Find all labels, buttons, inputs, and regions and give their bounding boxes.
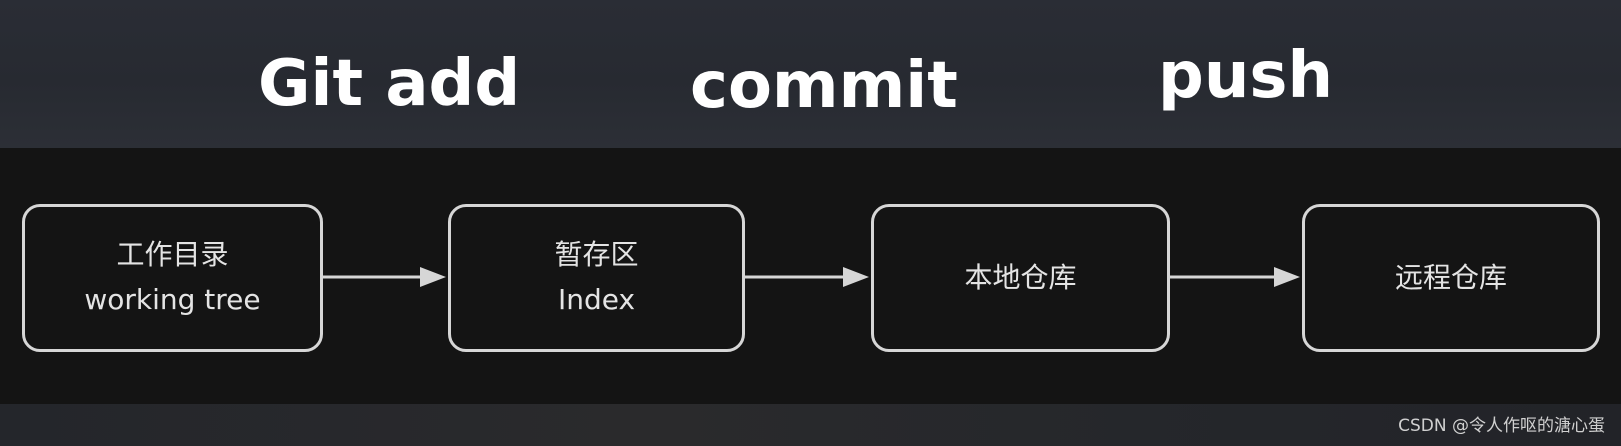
index-node: 暂存区 Index xyxy=(448,204,745,352)
commit-label: commit xyxy=(690,49,958,123)
header-band xyxy=(0,0,1621,148)
index-title: 暂存区 xyxy=(554,238,639,272)
index-subtitle: Index xyxy=(557,283,636,316)
arrow-commit xyxy=(745,267,869,287)
footer-band xyxy=(0,404,1621,446)
local-repo-node: 本地仓库 xyxy=(871,204,1170,352)
watermark: CSDN @令人作呕的溏心蛋 xyxy=(1398,416,1605,436)
arrow-add xyxy=(323,267,446,287)
working-tree-title: 工作目录 xyxy=(116,238,229,272)
arrow-push xyxy=(1170,267,1300,287)
local-repo-title: 本地仓库 xyxy=(964,260,1077,294)
push-label: push xyxy=(1158,39,1334,113)
remote-repo-title: 远程仓库 xyxy=(1394,260,1507,294)
remote-repo-node: 远程仓库 xyxy=(1302,204,1600,352)
working-tree-node: 工作目录 working tree xyxy=(22,204,323,352)
working-tree-subtitle: working tree xyxy=(84,283,261,316)
git-add-label: Git add xyxy=(258,47,521,121)
